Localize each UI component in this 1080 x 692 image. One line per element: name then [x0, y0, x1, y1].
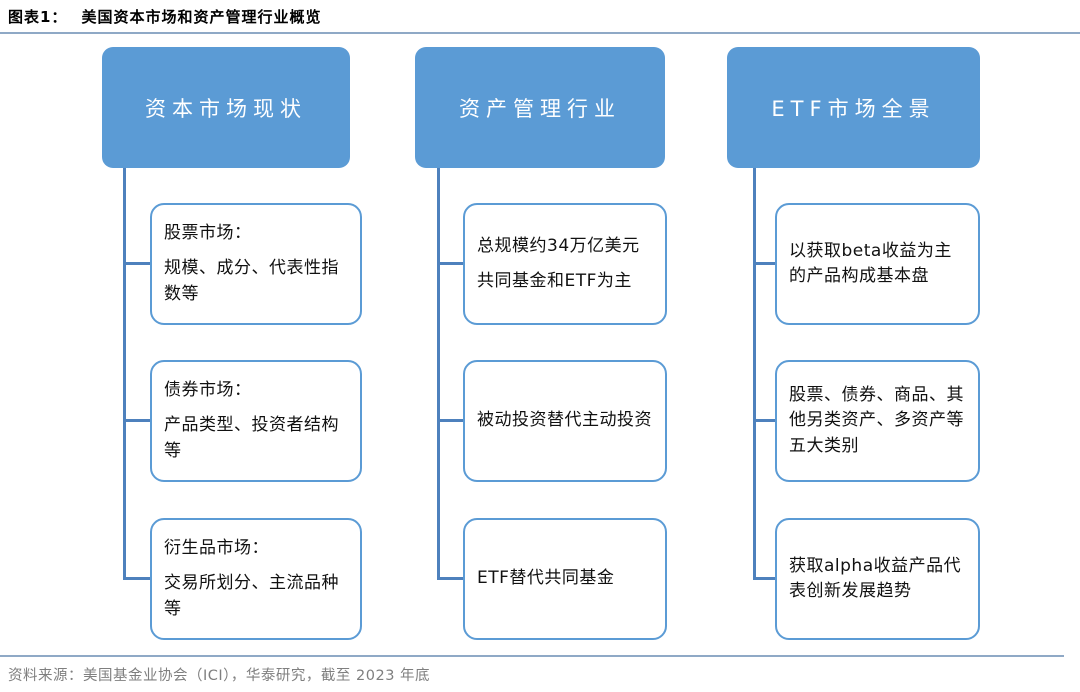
node-beta-products: 以获取beta收益为主的产品构成基本盘: [775, 203, 980, 325]
connector-branch-col2-row1: [437, 262, 463, 265]
node-derivatives-market: 衍生品市场： 交易所划分、主流品种等: [150, 518, 362, 640]
connector-branch-col3-row1: [753, 262, 775, 265]
connector-branch-col1-row2: [123, 419, 150, 422]
node-etf-replaces-mutual-funds: ETF替代共同基金: [463, 518, 667, 640]
footer-divider: [0, 655, 1064, 657]
node-stock-market: 股票市场： 规模、成分、代表性指数等: [150, 203, 362, 325]
connector-branch-col2-row3: [437, 577, 463, 580]
node-heading: 总规模约34万亿美元: [477, 235, 640, 256]
node-five-asset-classes: 股票、债券、商品、其他另类资产、多资产等五大类别: [775, 360, 980, 482]
node-heading: 股票市场：: [164, 222, 252, 243]
connector-branch-col1-row3: [123, 577, 150, 580]
connector-vertical-col3: [753, 168, 756, 579]
node-body: 共同基金和ETF为主: [477, 271, 632, 291]
figure-title-row: 图表1： 美国资本市场和资产管理行业概览: [8, 6, 321, 27]
node-bond-market: 债券市场： 产品类型、投资者结构等: [150, 360, 362, 482]
node-heading: 衍生品市场：: [164, 537, 269, 558]
node-body: ETF替代共同基金: [477, 568, 615, 589]
connector-branch-col1-row1: [123, 262, 150, 265]
connector-branch-col3-row3: [753, 577, 775, 580]
source-note: 资料来源：美国基金业协会（ICI），华泰研究，截至 2023 年底: [8, 668, 431, 684]
title-underline: [0, 32, 1080, 34]
column-header-etf-market: ETF市场全景: [727, 47, 980, 168]
node-body: 股票、债券、商品、其他另类资产、多资产等五大类别: [789, 384, 964, 456]
figure-label: 图表1：: [8, 8, 68, 26]
node-body: 以获取beta收益为主的产品构成基本盘: [789, 240, 952, 287]
connector-branch-col3-row2: [753, 419, 775, 422]
node-heading: 债券市场：: [164, 379, 252, 400]
node-passive-replaces-active: 被动投资替代主动投资: [463, 360, 667, 482]
column-header-capital-markets: 资本市场现状: [102, 47, 350, 168]
node-body: 规模、成分、代表性指数等: [164, 258, 339, 304]
connector-vertical-col2: [437, 168, 440, 579]
connector-vertical-col1: [123, 168, 126, 579]
figure-title: 美国资本市场和资产管理行业概览: [81, 8, 322, 26]
node-body: 被动投资替代主动投资: [477, 410, 652, 431]
node-total-scale: 总规模约34万亿美元 共同基金和ETF为主: [463, 203, 667, 325]
node-body: 获取alpha收益产品代表创新发展趋势: [789, 555, 962, 602]
node-body: 产品类型、投资者结构等: [164, 415, 339, 461]
node-body: 交易所划分、主流品种等: [164, 573, 339, 619]
connector-branch-col2-row2: [437, 419, 463, 422]
column-header-asset-management: 资产管理行业: [415, 47, 665, 168]
node-alpha-products: 获取alpha收益产品代表创新发展趋势: [775, 518, 980, 640]
